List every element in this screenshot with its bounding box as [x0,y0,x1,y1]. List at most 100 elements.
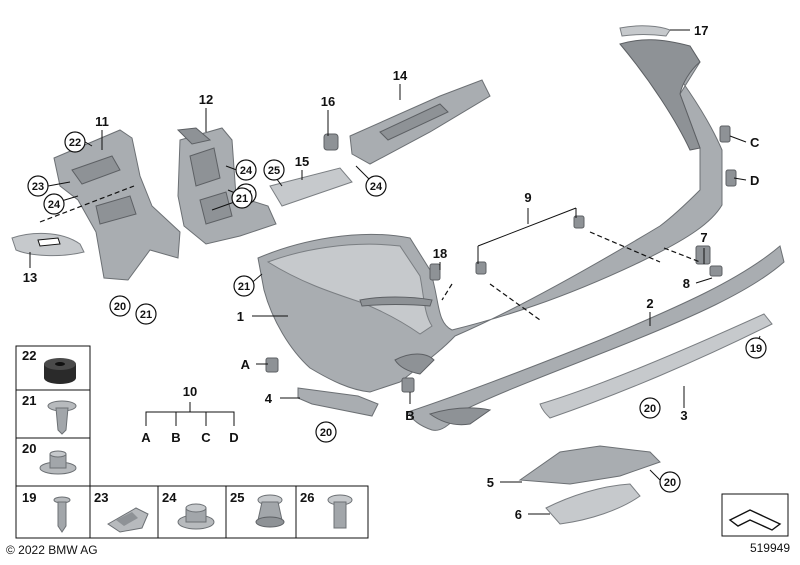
orientation-icon [721,493,789,537]
top-12 [176,127,212,145]
cover-15 [269,167,353,207]
label-12: 12 [199,92,213,107]
circle-20-b: 20 [315,421,337,443]
label-17: 17 [694,23,708,38]
table-label-22: 22 [22,348,36,363]
clip-b [401,377,415,393]
label-4: 4 [265,391,273,406]
bracket-9b [573,215,585,229]
circle-25: 25 [263,159,285,181]
label-13: 13 [23,270,37,285]
label-d: D [750,173,759,188]
tailpipe-6 [545,483,641,525]
circle-22-top: 22 [64,131,86,153]
label-b: B [405,408,414,423]
label-2: 2 [646,296,653,311]
label-1: 1 [237,309,244,324]
diffuser-2 [407,245,785,431]
circle-24-b: 24 [235,159,257,181]
label-14: 14 [393,68,408,83]
circle-21-b: 21 [231,187,253,209]
label-5: 5 [487,475,494,490]
clip-8 [709,265,723,277]
bolt-icon [327,494,353,529]
circle-20-a: 20 [109,295,131,317]
svg-text:24: 24 [48,199,61,211]
label-16: 16 [321,94,335,109]
cell-21 [15,389,91,439]
side-panel-12 [177,127,277,245]
svg-text:25: 25 [268,165,280,177]
svg-text:21: 21 [238,281,250,293]
label-15: 15 [295,154,309,169]
bracket-5 [518,445,661,485]
table-label-21: 21 [22,393,36,408]
circle-21-c: 21 [233,275,255,297]
bracket-9a [475,261,487,275]
flange-nut-icon [39,450,77,475]
svg-text:23: 23 [32,181,44,193]
cell-19 [15,485,91,539]
table-label-24: 24 [162,490,177,505]
label-11: 11 [95,114,109,129]
circle-24-a: 24 [43,193,65,215]
small-parts [176,25,737,525]
diffuser-trim-3 [539,313,773,419]
support-14 [349,79,491,165]
circle-20-c: 20 [639,397,661,419]
rivet-icon [47,400,77,435]
svg-text:24: 24 [370,181,383,193]
copyright-text: © 2022 BMW AG [6,543,98,557]
pin-icon [53,496,71,533]
guide-lines [39,185,701,321]
table-label-25: 25 [230,490,244,505]
svg-text:20: 20 [644,403,656,415]
svg-text:21: 21 [236,193,248,205]
clip-a [265,357,279,373]
sensor-16 [323,133,339,151]
part-number-labels: 1 2 3 4 5 6 7 8 9 10 11 12 13 14 15 16 1… [23,23,760,522]
variant-key: A B C D [141,430,238,445]
svg-text:20: 20 [114,301,126,313]
svg-text:21: 21 [140,309,152,321]
nut-icon [177,503,215,530]
label-7: 7 [700,230,707,245]
circle-23: 23 [27,175,49,197]
circle-24-d: 24 [365,175,387,197]
svg-text:19: 19 [750,343,762,355]
circle-19: 19 [745,337,767,359]
push-clip-icon [255,494,285,528]
label-a: A [241,357,251,372]
svg-text:20: 20 [320,427,332,439]
fastener-table: 22 21 20 19 23 24 25 26 [15,345,369,539]
label-3: 3 [680,408,687,423]
label-6: 6 [515,507,522,522]
variant-d: D [229,430,238,445]
table-label-19: 19 [22,490,36,505]
svg-text:24: 24 [240,165,253,177]
label-c: C [750,135,760,150]
circled-labels: 22 23 24 20 21 24 24 21 25 24 21 20 20 1… [27,131,767,493]
clip-7 [695,245,711,265]
holder-18 [429,263,441,281]
spring-clip-icon [107,507,149,533]
label-10: 10 [183,384,197,399]
label-8: 8 [683,276,690,291]
bumper-cover [257,39,723,393]
variant-a: A [141,430,151,445]
svg-text:22: 22 [69,137,81,149]
clip-c [719,125,731,143]
trim-13 [11,232,85,257]
trim-17 [619,25,671,37]
table-label-20: 20 [22,441,36,456]
diagram-id: 519949 [750,541,790,555]
variant-c: C [201,430,211,445]
table-label-26: 26 [300,490,314,505]
circle-20-d: 20 [659,471,681,493]
circle-21-a: 21 [135,303,157,325]
label-18: 18 [433,246,447,261]
grommet-icon [44,358,76,384]
label-9: 9 [524,190,531,205]
